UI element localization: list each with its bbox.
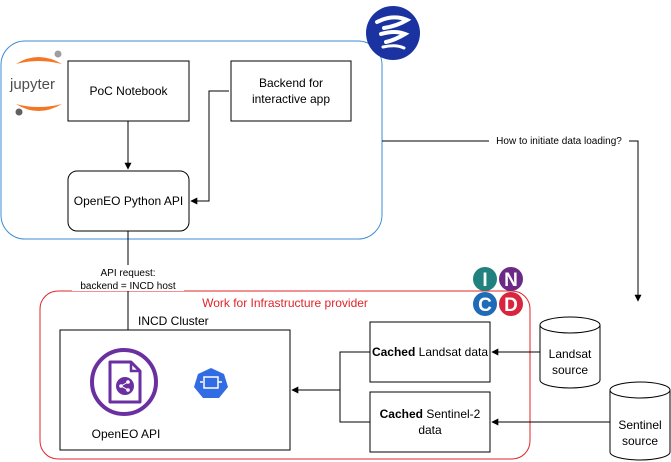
openeo-api-icon — [90, 348, 158, 416]
backend-app-label-line2: interactive app — [252, 92, 330, 106]
sentinel-source-node: Sentinel source — [609, 381, 671, 461]
arrow-sentinel-cache-to-cluster — [339, 390, 370, 423]
cached-sentinel-node: Cached Sentinel-2 data — [369, 391, 491, 453]
poc-notebook-node: PoC Notebook — [67, 60, 190, 122]
landsat-source-label-line2: source — [552, 363, 588, 377]
incd-logo-letter-n: N — [504, 270, 518, 291]
incd-logo: I N C D — [473, 267, 523, 316]
openeo-api-label: OpenEO API — [92, 427, 161, 441]
initiate-data-loading-label: How to initiate data loading? — [496, 136, 622, 147]
partner-logo — [366, 6, 420, 60]
infrastructure-provider-container — [39, 290, 531, 460]
cached-sentinel-rest-part: Sentinel-2 — [423, 407, 481, 421]
landsat-source-node: Landsat source — [539, 316, 601, 389]
sentinel-source-label-line1: Sentinel — [618, 418, 661, 432]
openeo-python-api-node: OpenEO Python API — [67, 170, 190, 232]
backend-app-node: Backend for interactive app — [230, 60, 352, 122]
cached-sentinel-label-line2: data — [418, 423, 442, 437]
api-request-label-line1: API request: — [100, 268, 155, 279]
initiate-label-bg — [489, 133, 629, 148]
poc-notebook-label: PoC Notebook — [89, 84, 168, 98]
cached-landsat-label: Cached Landsat data — [372, 345, 488, 359]
arrow-landsat-cache-to-cluster — [291, 351, 370, 394]
jupyter-environment-container — [0, 40, 383, 240]
backend-app-label-line1: Backend for — [259, 76, 323, 90]
cached-landsat-bold-part: Cached — [372, 345, 415, 359]
incd-logo-letter-c: C — [478, 295, 492, 316]
cached-sentinel-bold-part: Cached — [380, 407, 423, 421]
api-request-label-line2: backend = INCD host — [80, 281, 176, 292]
sentinel-source-label-line2: source — [622, 434, 658, 448]
incd-cluster-label: INCD Cluster — [138, 314, 209, 328]
incd-logo-letter-d: D — [504, 295, 518, 316]
api-request-label-bg — [72, 265, 184, 291]
cached-landsat-node: Cached Landsat data — [369, 321, 491, 383]
openeo-python-api-label: OpenEO Python API — [74, 194, 183, 208]
jupyter-logo-text: jupyter — [9, 76, 55, 93]
cached-sentinel-label-line1: Cached Sentinel-2 — [380, 407, 481, 421]
incd-logo-letter-i: I — [482, 270, 487, 291]
arrow-initiate-data-loading — [382, 140, 642, 302]
work-for-provider-label: Work for Infrastructure provider — [202, 296, 368, 310]
arrow-backend-to-python-api — [190, 90, 229, 205]
jupyter-logo: jupyter — [9, 50, 62, 116]
landsat-source-label-line1: Landsat — [549, 347, 592, 361]
cached-landsat-rest-part: Landsat data — [415, 345, 488, 359]
kubernetes-icon — [194, 368, 228, 398]
